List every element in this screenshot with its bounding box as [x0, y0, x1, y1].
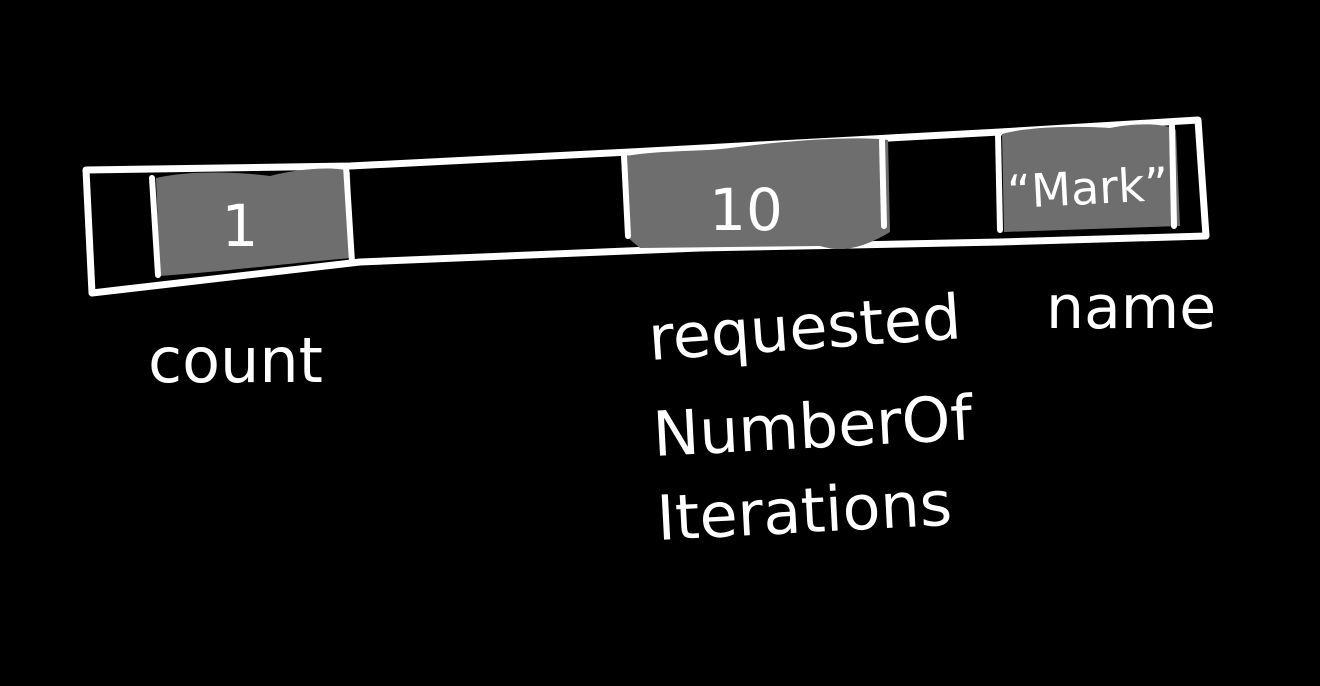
cell-count-left-divider: [149, 175, 161, 278]
cell-count-fill: [156, 168, 352, 276]
label-iterations-line-2: NumberOf: [651, 381, 976, 471]
cell-iterations-left-divider: [621, 153, 631, 239]
cell-name-value: “Mark”: [1006, 157, 1170, 219]
memory-strip-outline: [82, 116, 1210, 297]
label-count: count: [148, 324, 323, 397]
label-iterations-line-3: Iterations: [655, 467, 954, 555]
cell-iterations-fill: [626, 138, 890, 250]
cell-iterations-right-divider: [879, 137, 887, 229]
cell-name-right-divider: [1169, 123, 1177, 229]
cell-count-value: 1: [222, 192, 259, 260]
cell-name-left-divider: [995, 131, 1003, 233]
label-name: name: [1046, 273, 1216, 343]
cell-iterations-value: 10: [709, 176, 783, 244]
label-iterations-line-1: requested: [646, 280, 964, 375]
cell-count-right-divider: [343, 163, 355, 265]
cell-name-fill: [1002, 124, 1180, 232]
